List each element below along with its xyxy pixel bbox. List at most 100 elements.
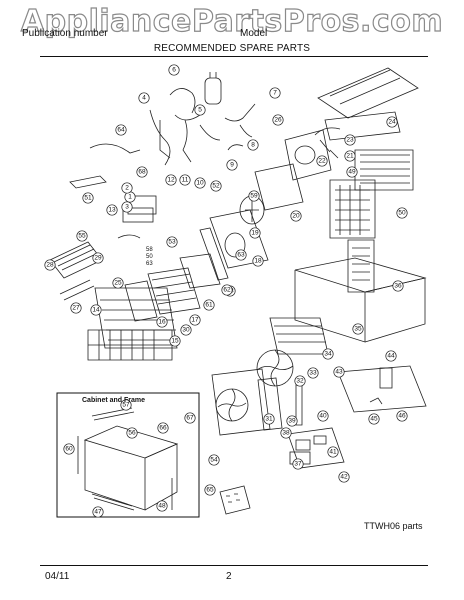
callout-circle	[294, 375, 306, 387]
callout-circle	[204, 484, 216, 496]
blower-partition-drawing	[199, 129, 339, 281]
callout-circle	[292, 458, 304, 470]
page-subtitle: RECOMMENDED SPARE PARTS	[153, 43, 311, 54]
callout-number: 38	[282, 430, 290, 437]
callout-circle	[272, 114, 284, 126]
callout-number: 20	[292, 213, 300, 220]
callout-circle	[180, 324, 192, 336]
callout-circle	[44, 259, 56, 271]
callout-circle	[385, 350, 397, 362]
callout-number: 25	[114, 280, 122, 287]
callout-62: 62	[221, 284, 233, 296]
callout-circle	[392, 280, 404, 292]
callout-33: 33	[307, 367, 319, 379]
callout-number: 5	[198, 107, 202, 114]
callout-number: 21	[346, 153, 354, 160]
callout-number: 13	[108, 207, 116, 214]
callout-19: 19	[249, 227, 261, 239]
callout-64: 64	[115, 124, 127, 136]
callout-42: 42	[338, 471, 350, 483]
evaporator-coil-drawing	[124, 253, 221, 322]
callout-circle	[368, 413, 380, 425]
callout-29: 29	[92, 252, 104, 264]
callout-circle	[121, 182, 133, 194]
callout-number: 53	[168, 239, 176, 246]
callout-16: 16	[156, 316, 168, 328]
callout-number: 22	[318, 158, 326, 165]
callout-number: 65	[206, 487, 214, 494]
callout-number: 48	[158, 503, 166, 510]
callout-circle	[112, 277, 124, 289]
stacked-callout-c: 63	[146, 261, 153, 267]
callout-number: 66	[159, 425, 167, 432]
callout-number: 40	[319, 413, 327, 420]
callout-circle	[210, 180, 222, 192]
callout-61: 61	[203, 299, 215, 311]
callout-24: 24	[386, 116, 398, 128]
callout-number: 32	[296, 378, 304, 385]
callout-21: 21	[344, 150, 356, 162]
callout-circle	[344, 150, 356, 162]
callout-5: 5	[194, 104, 206, 116]
callout-25: 25	[112, 277, 124, 289]
callout-circle	[90, 304, 102, 316]
publication-label: Publication number	[22, 28, 108, 39]
callout-31: 31	[263, 413, 275, 425]
callout-number: 36	[394, 283, 402, 290]
callout-number: 8	[251, 142, 255, 149]
callout-number: 45	[370, 416, 378, 423]
callout-circle	[157, 422, 169, 434]
callout-circle	[249, 227, 261, 239]
callout-circle	[269, 87, 281, 99]
callout-43: 43	[333, 366, 345, 378]
compressor-drawing	[89, 72, 256, 167]
callout-36: 36	[392, 280, 404, 292]
callout-circle	[156, 316, 168, 328]
callout-circle	[346, 166, 358, 178]
callout-46: 46	[396, 410, 408, 422]
callout-circle	[106, 204, 118, 216]
callout-circle	[194, 177, 206, 189]
callout-66: 66	[157, 422, 169, 434]
watermark-text: AppliancePartsPros.com	[20, 3, 444, 39]
callout-22: 22	[316, 155, 328, 167]
callout-57: 57	[120, 399, 132, 411]
callout-32: 32	[294, 375, 306, 387]
front-grille-drawing	[49, 241, 178, 361]
callout-circle	[327, 446, 339, 458]
callout-67: 67	[184, 412, 196, 424]
callout-number: 64	[117, 127, 125, 134]
callout-number: 55	[78, 233, 86, 240]
callout-number: 19	[251, 230, 259, 237]
callout-number: 61	[205, 302, 213, 309]
cabinet-drawing	[269, 257, 427, 355]
stacked-callout-b: 50	[146, 254, 153, 260]
callout-number: 52	[212, 183, 220, 190]
callout-circle	[247, 139, 259, 151]
callout-circle	[221, 284, 233, 296]
callout-18: 18	[252, 255, 264, 267]
inset-title: Cabinet and Frame	[82, 397, 146, 404]
callout-45: 45	[368, 413, 380, 425]
callout-54: 54	[208, 454, 220, 466]
callout-number: 1	[128, 194, 132, 201]
callout-number: 24	[388, 119, 396, 126]
callout-26: 26	[272, 114, 284, 126]
callout-circle	[126, 427, 138, 439]
callout-circle	[333, 366, 345, 378]
callout-circle	[115, 124, 127, 136]
callout-circle	[168, 64, 180, 76]
callout-47: 47	[92, 506, 104, 518]
callout-14: 14	[90, 304, 102, 316]
callout-52: 52	[210, 180, 222, 192]
callout-number: 50	[398, 210, 406, 217]
callout-38: 38	[280, 427, 292, 439]
callout-circle	[307, 367, 319, 379]
callout-11: 11	[179, 174, 191, 186]
callout-49: 49	[346, 166, 358, 178]
callout-circle	[166, 236, 178, 248]
callout-65: 65	[204, 484, 216, 496]
callout-28: 28	[44, 259, 56, 271]
callout-34: 34	[322, 348, 334, 360]
callout-circle	[286, 415, 298, 427]
